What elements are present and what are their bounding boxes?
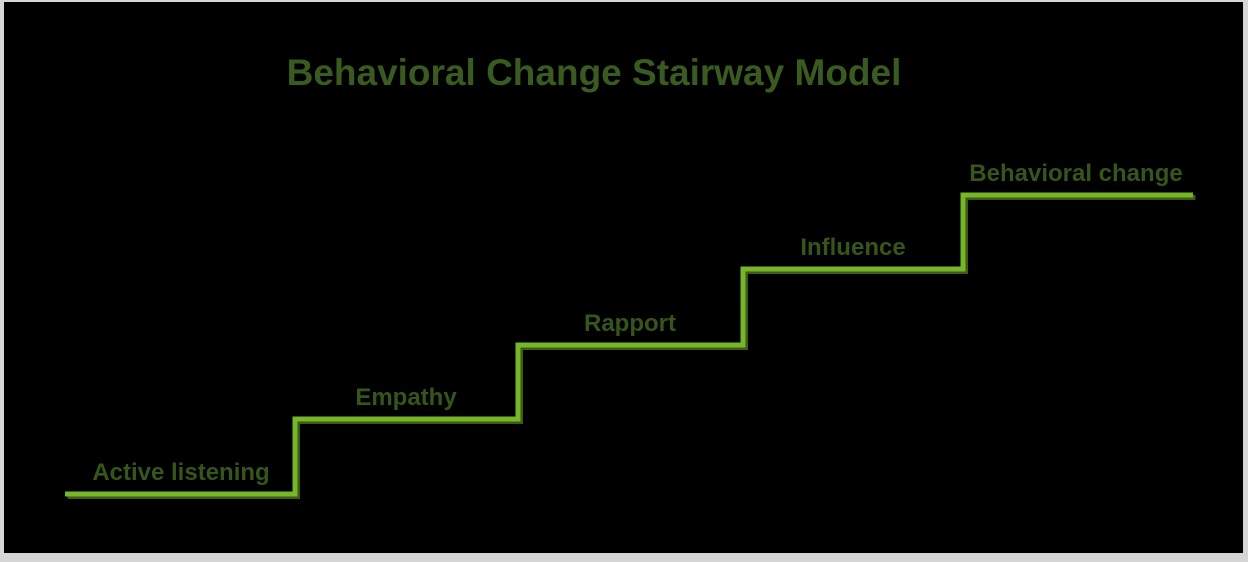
step-label-empathy: Empathy: [355, 384, 457, 411]
frame-border-left: [0, 0, 4, 562]
frame-border-right: [1243, 0, 1248, 562]
step-label-influence: Influence: [800, 234, 906, 261]
step-label-behavioral-change: Behavioral change: [969, 160, 1183, 187]
frame-border-top: [0, 0, 1248, 2]
step-label-rapport: Rapport: [584, 310, 676, 337]
frame-border-bottom: [0, 553, 1248, 562]
step-label-active-listening: Active listening: [92, 459, 270, 486]
stair-line: [65, 192, 1193, 497]
slide-title: Behavioral Change Stairway Model: [286, 52, 902, 93]
